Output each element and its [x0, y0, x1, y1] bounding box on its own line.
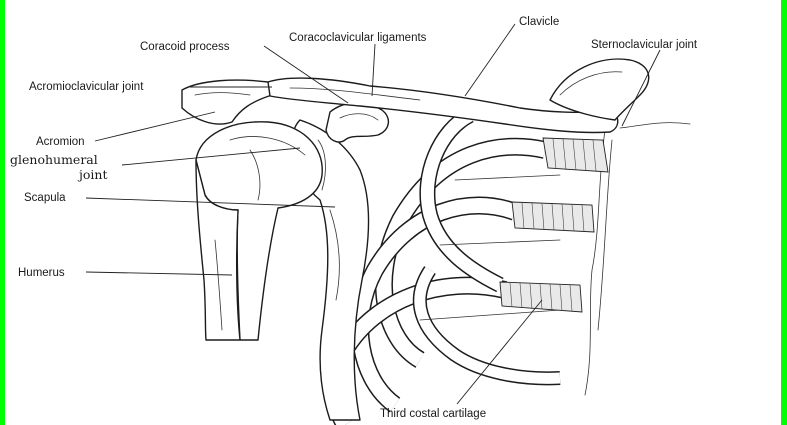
- leader-lines: [85, 23, 661, 405]
- intercostal-line: [439, 239, 561, 246]
- sternum-edge-inner: [597, 139, 613, 331]
- label-clavicle: Clavicle: [519, 16, 559, 28]
- shoulder-anatomy-illustration: Coracoid process Coracoclavicular ligame…: [10, 16, 698, 425]
- leader-third-costal-cartilage: [456, 299, 543, 405]
- rib-2: [351, 196, 519, 413]
- rib-lower-arc: [412, 266, 561, 386]
- leader-sternoclavicular-joint: [621, 49, 661, 127]
- label-humerus: Humerus: [18, 267, 65, 279]
- leader-coracoid-process: [263, 45, 349, 104]
- label-scapula: Scapula: [24, 192, 66, 204]
- rib-1: [374, 137, 547, 368]
- acromion-bone: [181, 79, 273, 125]
- label-third-costal-cartilage: Third costal cartilage: [380, 408, 486, 420]
- label-coracoclavicular-ligaments: Coracoclavicular ligaments: [289, 32, 427, 44]
- clavicle-bone: [267, 77, 619, 134]
- diagram-canvas: Coracoid process Coracoclavicular ligame…: [5, 0, 781, 425]
- scapula-bone: [291, 119, 370, 421]
- costal-cartilage-2: [511, 201, 595, 233]
- intercostal-line: [454, 174, 561, 181]
- manubrium: [549, 58, 691, 129]
- label-acromioclavicular-joint: Acromioclavicular joint: [29, 81, 144, 93]
- rib-cage: [326, 107, 613, 425]
- intercostal-line: [419, 309, 561, 321]
- rib-upper-arc: [419, 107, 504, 293]
- label-glenohumeral-line2: joint: [77, 167, 107, 182]
- label-sternoclavicular-joint: Sternoclavicular joint: [591, 39, 698, 51]
- leader-humerus: [85, 271, 233, 276]
- sternum-edge: [584, 129, 606, 396]
- leader-glenohumeral-joint: [121, 147, 301, 166]
- leader-clavicle: [464, 23, 516, 97]
- labels: Coracoid process Coracoclavicular ligame…: [10, 16, 698, 420]
- leader-acromion: [94, 111, 216, 142]
- costal-cartilage-1: [542, 137, 609, 173]
- label-coracoid-process: Coracoid process: [140, 41, 230, 53]
- label-acromion: Acromion: [36, 136, 85, 148]
- humerus-bone: [195, 121, 323, 341]
- leader-coracoclavicular-ligaments: [371, 43, 376, 97]
- costal-cartilage-3: [499, 281, 583, 313]
- leader-scapula: [85, 197, 336, 208]
- label-glenohumeral-line1: glenohumeral: [10, 152, 98, 167]
- glenoid-rim: [317, 139, 326, 191]
